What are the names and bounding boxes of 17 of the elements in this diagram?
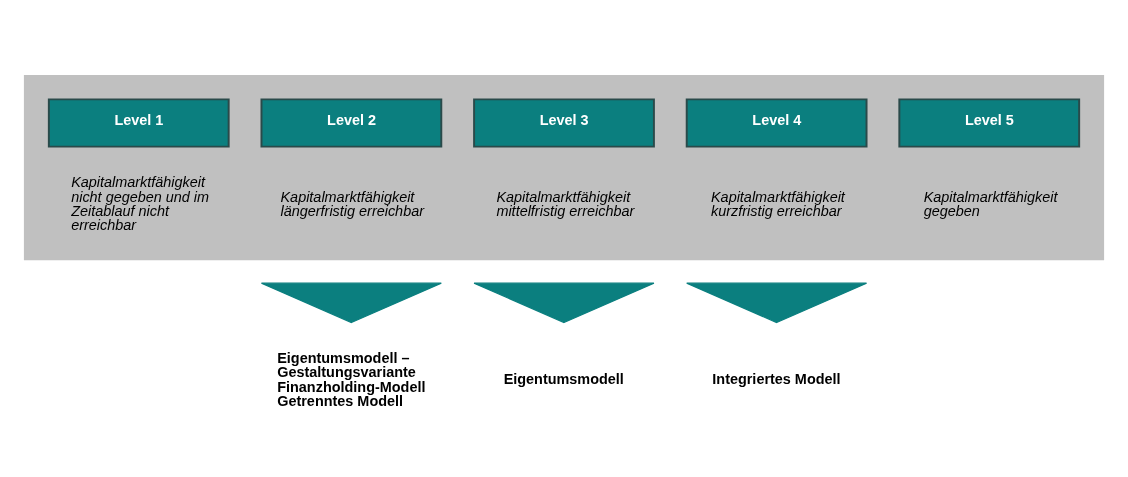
cluster [23, 75, 1105, 261]
node-box: Level 1 [47, 98, 230, 148]
node-triangle [686, 282, 868, 324]
node-box: Level 5 [898, 98, 1081, 148]
node-triangle [473, 282, 655, 324]
node-label: Eigentumsmodell – Gestaltungsvariante [277, 349, 416, 381]
node-label: Kapitalmarktfähigkeit kurzfristig erreichbar [711, 188, 845, 219]
node-box: Level 3 [473, 98, 655, 148]
node-triangle [260, 282, 442, 324]
node-box: Level 2 [260, 98, 443, 148]
node-label: Kapitalmarktfähigkeit nicht gegeben und im Zeitablauf nicht erreichbar [71, 174, 210, 234]
node-label: Integriertes Modell [712, 370, 841, 387]
node-label: Kapitalmarktfähigkeit mittelfristig erreichbar [496, 188, 635, 219]
node-label: Kapitalmarktfähigkeit längerfristig erreichbar [280, 188, 424, 219]
node-label: Eigentumsmodell [503, 370, 624, 387]
node-label: Kapitalmarktfähigkeit gegeben [923, 188, 1058, 219]
node-box: Level 4 [685, 98, 868, 148]
